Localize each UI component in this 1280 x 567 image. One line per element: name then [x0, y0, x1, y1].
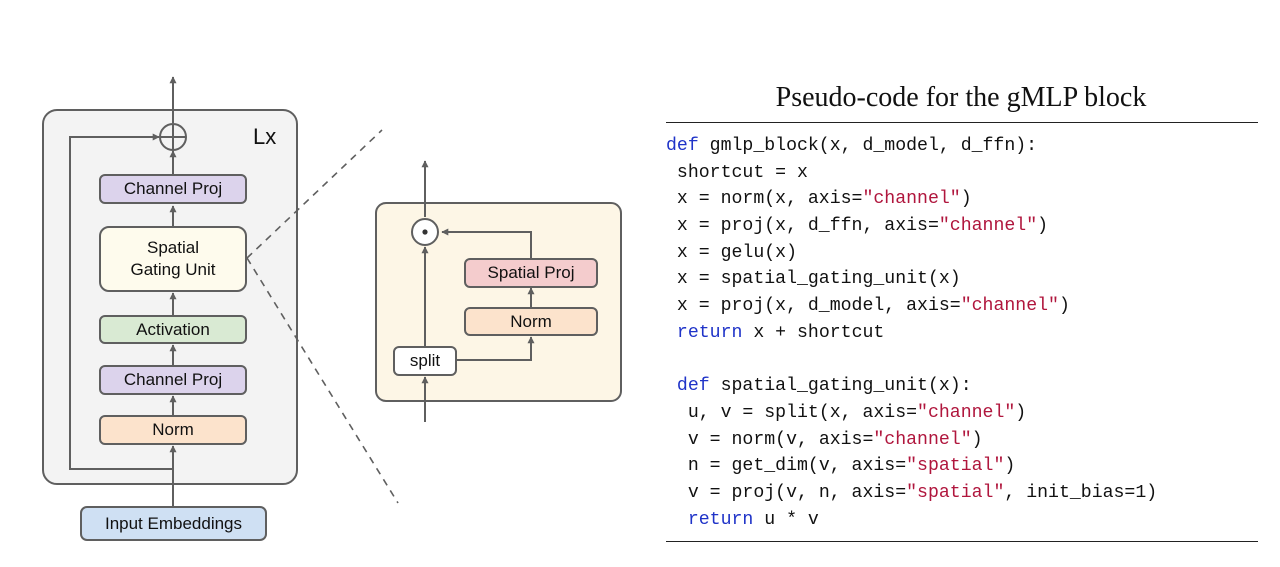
code-text: )	[1004, 456, 1016, 477]
code-text: v = proj(v, n, axis=	[687, 482, 907, 503]
code-string: "channel"	[938, 216, 1038, 237]
code-line: shortcut = x	[666, 160, 1157, 187]
code-indent	[666, 189, 677, 209]
code-line: return u * v	[666, 507, 1157, 534]
code-line: x = norm(x, axis="channel")	[666, 186, 1157, 213]
code-text: )	[1037, 216, 1049, 237]
code-indent	[666, 403, 688, 423]
code-keyword: return	[687, 509, 754, 530]
code-text: x = proj(x, d_ffn, axis=	[676, 216, 939, 237]
code-line: x = proj(x, d_ffn, axis="channel")	[666, 213, 1157, 240]
code-text: x = proj(x, d_model, axis=	[676, 296, 961, 317]
add-icon	[159, 123, 187, 151]
code-string: "spatial"	[906, 482, 1005, 503]
code-line: x = proj(x, d_model, axis="channel")	[666, 293, 1157, 320]
code-text: n = get_dim(v, axis=	[687, 456, 907, 477]
arrow-spatial-proj-to-gate	[441, 228, 532, 258]
code-indent	[666, 483, 688, 503]
code-keyword: def	[666, 136, 699, 156]
repeat-label: Lx	[253, 124, 277, 149]
input-embeddings-box: Input Embeddings	[80, 506, 267, 541]
code-indent	[666, 376, 677, 396]
code-line: x = spatial_gating_unit(x)	[666, 266, 1157, 293]
code-text: , init_bias=1)	[1004, 482, 1158, 503]
channel-proj-top-box: Channel Proj	[99, 174, 247, 204]
code-text: spatial_gating_unit(x):	[709, 376, 972, 397]
code-keyword: return	[676, 322, 743, 343]
code-text: )	[1015, 402, 1027, 423]
code-indent	[666, 430, 688, 450]
code-string: "channel"	[917, 402, 1016, 423]
code-indent	[666, 269, 677, 289]
code-line: return x + shortcut	[666, 320, 1157, 347]
code-text: x = norm(x, axis=	[676, 189, 863, 210]
zoom-line-top	[246, 129, 383, 259]
code-text: )	[1058, 296, 1070, 317]
activation-box: Activation	[99, 315, 247, 344]
code-line: n = get_dim(v, axis="spatial")	[666, 453, 1157, 480]
code-indent	[666, 216, 677, 236]
norm-box: Norm	[99, 415, 247, 445]
code-string: "channel"	[862, 189, 961, 210]
code-top-rule	[666, 122, 1258, 123]
spatial-gating-unit-box: Spatial Gating Unit	[99, 226, 247, 292]
arrow-split-to-norm	[457, 336, 535, 361]
pseudo-code-block: def gmlp_block(x, d_model, d_ffn): short…	[666, 133, 1157, 533]
multiply-icon	[411, 218, 439, 246]
code-text: u, v = split(x, axis=	[687, 402, 918, 423]
code-line: def gmlp_block(x, d_model, d_ffn):	[666, 133, 1157, 160]
code-keyword: def	[676, 376, 710, 397]
code-text: shortcut = x	[676, 162, 808, 183]
code-indent	[666, 163, 677, 183]
code-string: "channel"	[960, 296, 1059, 317]
code-text: u * v	[753, 509, 819, 530]
code-indent	[666, 323, 677, 343]
code-bottom-rule	[666, 541, 1258, 542]
code-string: "channel"	[873, 429, 972, 450]
code-text: x = spatial_gating_unit(x)	[676, 269, 961, 290]
code-text: gmlp_block(x, d_model, d_ffn):	[698, 136, 1038, 156]
code-line: u, v = split(x, axis="channel")	[666, 400, 1157, 427]
code-text: )	[960, 189, 972, 210]
zoom-line-bottom	[246, 257, 399, 504]
code-line	[666, 347, 1157, 374]
code-text: v = norm(v, axis=	[687, 429, 874, 450]
code-text: x + shortcut	[742, 322, 885, 343]
split-box: split	[393, 346, 457, 376]
spatial-proj-box: Spatial Proj	[464, 258, 598, 288]
code-line: x = gelu(x)	[666, 240, 1157, 267]
code-line: def spatial_gating_unit(x):	[666, 373, 1157, 400]
code-indent	[666, 510, 688, 530]
channel-proj-bottom-box: Channel Proj	[99, 365, 247, 395]
code-text: )	[971, 429, 983, 450]
sgu-norm-box: Norm	[464, 307, 598, 336]
code-indent	[666, 296, 677, 316]
code-string: "spatial"	[906, 456, 1005, 477]
code-line: v = norm(v, axis="channel")	[666, 427, 1157, 454]
code-indent	[666, 456, 688, 476]
code-indent	[666, 243, 677, 263]
code-text: x = gelu(x)	[676, 242, 797, 263]
residual-shortcut-line	[69, 133, 173, 470]
code-line: v = proj(v, n, axis="spatial", init_bias…	[666, 480, 1157, 507]
code-title: Pseudo-code for the gMLP block	[775, 82, 1147, 113]
